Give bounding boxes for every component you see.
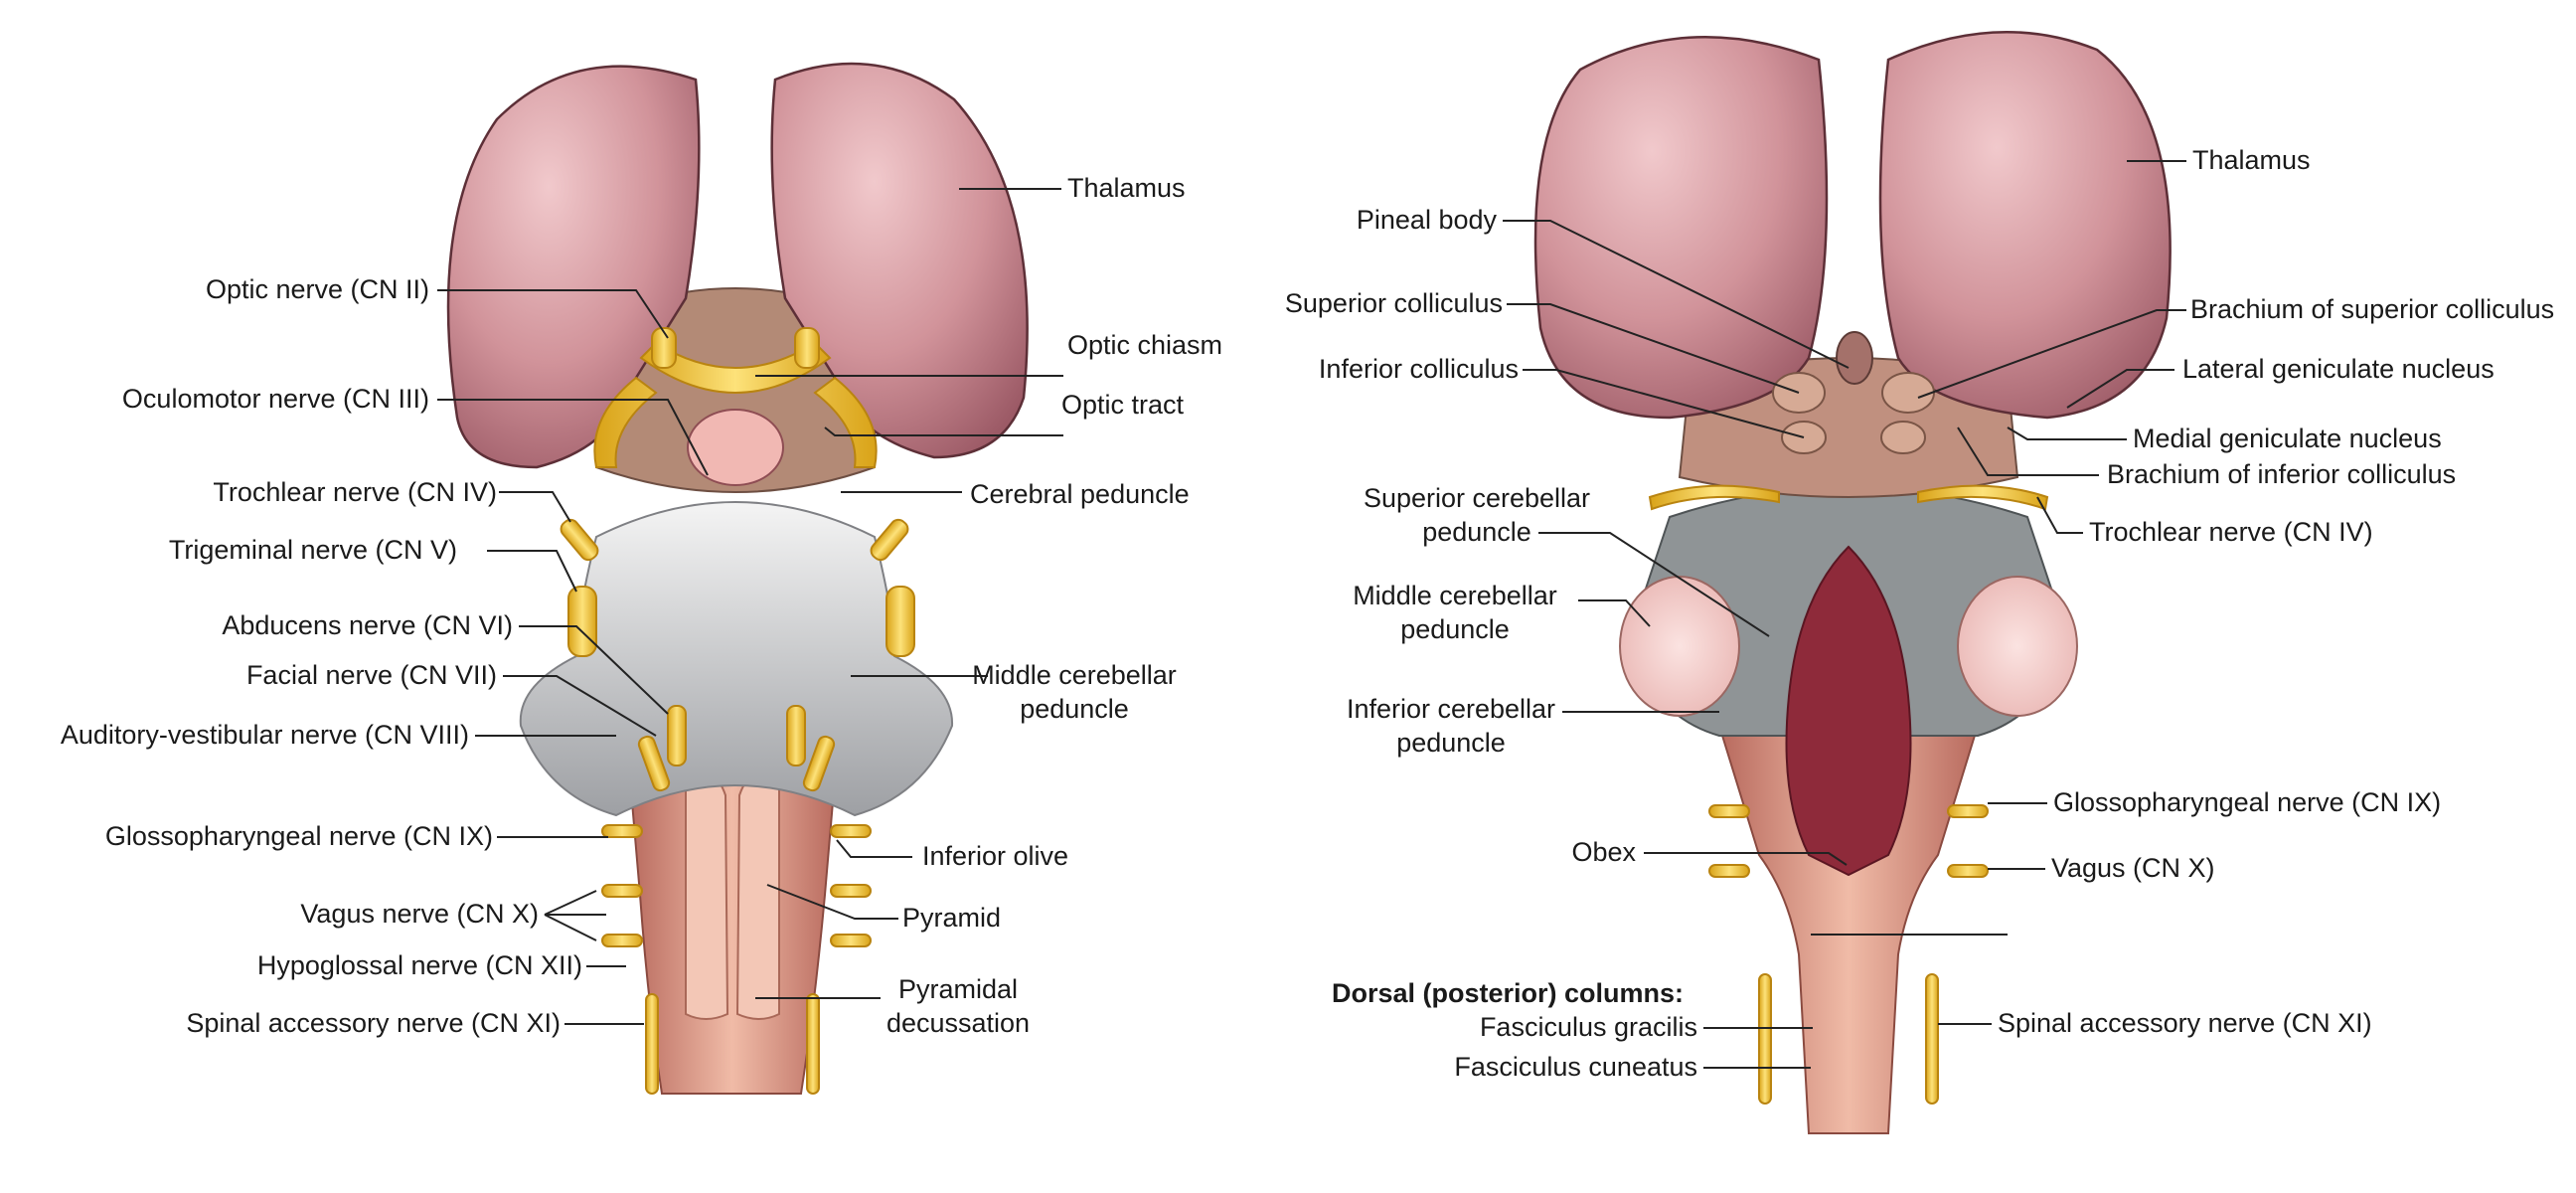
label-thalamus-anterior: Thalamus xyxy=(1067,173,1186,203)
pineal-body-shape xyxy=(1836,331,1873,385)
label-lateral-geniculate-nucleus: Lateral geniculate nucleus xyxy=(2182,354,2495,384)
label-vagus-nerve-anterior: Vagus nerve (CN X) xyxy=(300,899,539,929)
label-trochlear-nerve-posterior: Trochlear nerve (CN IV) xyxy=(2089,517,2373,547)
posterior-cranial-nerves xyxy=(1648,484,2049,1105)
label-middle-cerebellar-peduncle-posterior-2: peduncle xyxy=(1400,614,1510,644)
fourth-ventricle-floor-shape xyxy=(1785,545,1912,877)
label-trochlear-nerve-anterior: Trochlear nerve (CN IV) xyxy=(213,477,497,507)
anterior-cranial-nerves xyxy=(560,518,915,1095)
label-dorsal-columns: Dorsal (posterior) columns: xyxy=(1332,978,1685,1008)
label-brachium-superior-colliculus: Brachium of superior colliculus xyxy=(2190,294,2555,324)
label-obex: Obex xyxy=(1571,837,1636,867)
label-oculomotor-nerve: Oculomotor nerve (CN III) xyxy=(121,384,429,414)
optic-tract-shape xyxy=(593,376,878,468)
label-cerebral-peduncle: Cerebral peduncle xyxy=(970,479,1190,509)
label-middle-cerebellar-peduncle-posterior-1: Middle cerebellar xyxy=(1353,581,1557,610)
leader-lines xyxy=(437,160,2186,1069)
label-abducens-nerve: Abducens nerve (CN VI) xyxy=(222,610,513,640)
left-thalamus-shape xyxy=(446,65,701,469)
pyramid-right-shape xyxy=(735,764,780,1020)
label-fasciculus-cuneatus: Fasciculus cuneatus xyxy=(1454,1052,1697,1082)
mammillary-body-shape xyxy=(687,409,784,486)
posterior-view-illustration xyxy=(1533,31,2172,1134)
label-inferior-cerebellar-peduncle-2: peduncle xyxy=(1396,728,1506,758)
label-pyramid: Pyramid xyxy=(902,903,1002,933)
middle-cerebellar-peduncle-right-shape xyxy=(1957,576,2078,717)
posterior-right-thalamus-shape xyxy=(1878,31,2172,420)
label-pyramidal-decussation-2: decussation xyxy=(886,1008,1031,1038)
optic-nerve-right-shape xyxy=(794,327,820,369)
label-fasciculus-gracilis: Fasciculus gracilis xyxy=(1479,1012,1697,1042)
optic-chiasm-shape xyxy=(639,341,832,394)
optic-nerve-left-shape xyxy=(651,327,677,369)
label-superior-colliculus: Superior colliculus xyxy=(1284,288,1503,318)
posterior-medulla-shape xyxy=(1717,725,1980,1134)
label-inferior-olive: Inferior olive xyxy=(922,841,1069,871)
label-glossopharyngeal-nerve-posterior: Glossopharyngeal nerve (CN IX) xyxy=(2053,787,2442,817)
label-hypoglossal-nerve: Hypoglossal nerve (CN XII) xyxy=(256,950,582,980)
label-optic-chiasm: Optic chiasm xyxy=(1067,330,1223,360)
label-pineal-body: Pineal body xyxy=(1356,205,1497,235)
label-glossopharyngeal-nerve-anterior: Glossopharyngeal nerve (CN IX) xyxy=(104,821,493,851)
label-pyramidal-decussation-1: Pyramidal xyxy=(897,974,1019,1004)
label-facial-nerve: Facial nerve (CN VII) xyxy=(245,660,497,690)
label-trigeminal-nerve: Trigeminal nerve (CN V) xyxy=(168,535,457,565)
label-vagus-posterior: Vagus (CN X) xyxy=(2051,853,2215,883)
superior-colliculus-right-shape xyxy=(1881,372,1935,414)
label-inferior-colliculus: Inferior colliculus xyxy=(1318,354,1519,384)
right-thalamus-shape xyxy=(770,62,1029,459)
anterior-view-illustration xyxy=(446,62,1029,1095)
inferior-colliculus-right-shape xyxy=(1880,421,1926,454)
label-inferior-cerebellar-peduncle-1: Inferior cerebellar xyxy=(1346,694,1556,724)
pyramid-left-shape xyxy=(685,764,729,1020)
label-optic-nerve: Optic nerve (CN II) xyxy=(205,274,429,304)
middle-cerebellar-peduncle-left-shape xyxy=(1619,576,1740,717)
label-brachium-inferior-colliculus: Brachium of inferior colliculus xyxy=(2107,459,2457,489)
label-middle-cerebellar-peduncle-anterior-2: peduncle xyxy=(1020,694,1129,724)
label-superior-cerebellar-peduncle-2: peduncle xyxy=(1422,517,1531,547)
pons-shape xyxy=(519,501,954,817)
label-middle-cerebellar-peduncle-anterior-1: Middle cerebellar xyxy=(972,660,1177,690)
label-spinal-accessory-nerve-anterior: Spinal accessory nerve (CN XI) xyxy=(186,1008,561,1038)
label-superior-cerebellar-peduncle-1: Superior cerebellar xyxy=(1363,483,1591,513)
label-thalamus-posterior: Thalamus xyxy=(2192,145,2311,175)
anterior-medulla-shape xyxy=(626,755,839,1095)
label-optic-tract: Optic tract xyxy=(1061,390,1185,420)
label-auditory-vestibular-nerve: Auditory-vestibular nerve (CN VIII) xyxy=(60,720,469,750)
label-spinal-accessory-nerve-posterior: Spinal accessory nerve (CN XI) xyxy=(1998,1008,2372,1038)
posterior-left-thalamus-shape xyxy=(1533,36,1829,420)
label-medial-geniculate-nucleus: Medial geniculate nucleus xyxy=(2133,424,2442,453)
